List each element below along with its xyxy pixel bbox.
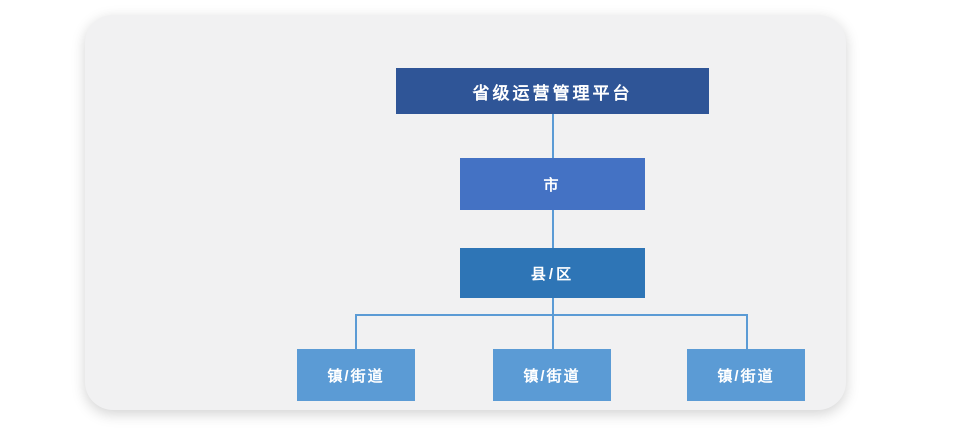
connector-branch-horizontal	[355, 314, 747, 316]
connector-province-city	[552, 114, 554, 158]
org-node-city: 市	[460, 158, 645, 210]
org-node-town-street-2: 镇/街道	[493, 349, 611, 401]
org-node-county-district: 县/区	[460, 248, 645, 298]
connector-branch-drop-middle	[552, 314, 554, 349]
connector-branch-drop-left	[355, 314, 357, 349]
connector-city-county	[552, 210, 554, 248]
org-node-town-street-3: 镇/街道	[687, 349, 805, 401]
diagram-card: 省级运营管理平台 市 县/区 镇/街道 镇/街道 镇/街道	[85, 15, 846, 410]
connector-county-branch	[552, 298, 554, 315]
org-node-town-street-1: 镇/街道	[297, 349, 415, 401]
connector-branch-drop-right	[746, 314, 748, 349]
org-node-province-platform: 省级运营管理平台	[396, 68, 709, 114]
